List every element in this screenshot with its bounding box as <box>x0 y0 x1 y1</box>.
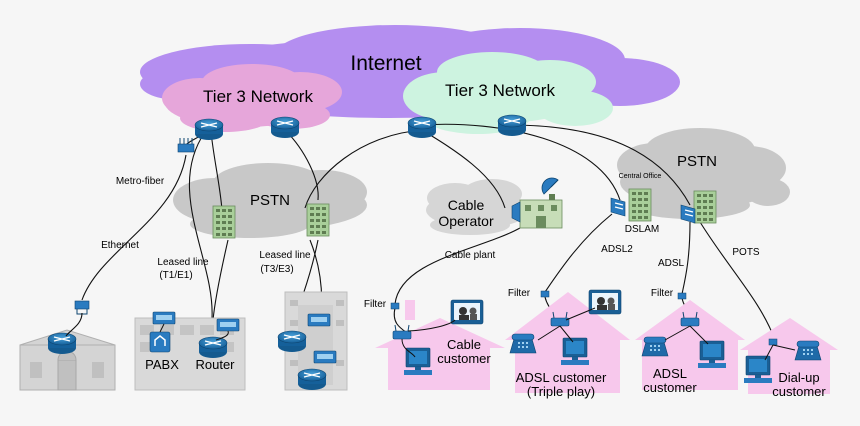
router-icon <box>47 332 77 355</box>
router-icon <box>277 330 307 353</box>
cable-customer-label-line1: Cable <box>447 337 481 352</box>
adsl-customer-label-line2: customer <box>643 380 697 395</box>
dslam-icon <box>610 197 626 217</box>
csu-dsu-icon <box>152 311 176 325</box>
tier3-right-label: Tier 3 Network <box>445 81 555 100</box>
pots-label: POTS <box>732 247 760 258</box>
television-icon <box>450 299 484 325</box>
leased-line-t3-label-line1: Leased line <box>259 250 311 261</box>
leased-line-t1-label-line1: Leased line <box>157 257 209 268</box>
metro-fiber-label: Metro-fiber <box>116 176 165 187</box>
computer-icon <box>697 340 727 369</box>
cable-plant-label: Cable plant <box>445 250 496 261</box>
tier3-left-label: Tier 3 Network <box>203 87 313 106</box>
dialup-customer-label-line2: customer <box>772 384 826 399</box>
adsl-triple-play-label-line2: (Triple play) <box>527 384 595 399</box>
adsl-customer-label-line1: ADSL <box>653 366 687 381</box>
pabx-label: PABX <box>145 357 179 372</box>
router-icon <box>297 368 327 391</box>
router-icon <box>198 336 228 359</box>
tier3-right-cloud <box>403 52 613 134</box>
cable-modem-icon <box>392 324 412 340</box>
router-icon <box>270 116 300 139</box>
central-office-building-icon <box>628 188 652 222</box>
tier3-left-cloud <box>162 64 342 132</box>
central-office-label: Central Office <box>619 173 662 180</box>
csu-dsu-icon <box>313 350 337 364</box>
computer-icon <box>560 337 590 366</box>
filter-icon <box>390 302 400 310</box>
telephone-icon <box>794 340 822 361</box>
filter-label: Filter <box>364 299 387 310</box>
ethernet-switch-icon <box>74 300 90 315</box>
pstn-right-label: PSTN <box>677 153 717 170</box>
adsl-triple-play-label-line1: ADSL customer <box>516 370 607 385</box>
pstn-left-label: PSTN <box>250 192 290 209</box>
metro-fiber-switch-icon <box>177 138 195 153</box>
pstn-switch-building-icon <box>212 205 236 239</box>
filter-label: Filter <box>508 288 531 299</box>
telephone-icon <box>509 333 537 354</box>
router-icon <box>194 118 224 141</box>
cable-customer-house-icon <box>375 300 505 390</box>
csu-dsu-icon <box>216 318 240 332</box>
filter-icon <box>677 292 687 300</box>
router-label: Router <box>195 357 235 372</box>
router-icon <box>497 114 527 137</box>
satellite-dish-icon <box>541 177 559 200</box>
leased-line-t1-label-line2: (T1/E1) <box>159 270 192 281</box>
computer-icon <box>743 355 773 384</box>
cable-operator-label-line2: Operator <box>438 213 494 229</box>
router-icon <box>407 116 437 139</box>
dslam-label: DSLAM <box>625 224 659 235</box>
pabx-icon <box>149 331 171 353</box>
telephone-icon <box>641 336 669 357</box>
cable-operator-label-line1: Cable <box>448 197 485 213</box>
connection-lines <box>81 123 776 371</box>
computer-icon <box>403 347 433 376</box>
leased-line-t3-label-line2: (T3/E3) <box>260 264 293 275</box>
pstn-switch-building-icon <box>306 203 330 237</box>
cable-operator-cloud <box>426 179 530 235</box>
adsl-label: ADSL <box>658 258 685 269</box>
central-office-building-icon <box>693 190 717 224</box>
filter-label: Filter <box>651 288 674 299</box>
cable-operator-building-icon <box>511 199 563 229</box>
dialup-customer-label-line1: Dial-up <box>778 370 819 385</box>
ethernet-label: Ethernet <box>101 240 139 251</box>
cable-customer-label-line2: customer <box>437 351 491 366</box>
filter-icon <box>768 338 778 346</box>
television-icon <box>588 289 622 315</box>
adsl2-label: ADSL2 <box>601 244 633 255</box>
internet-label: Internet <box>350 52 421 75</box>
csu-dsu-icon <box>307 313 331 327</box>
filter-icon <box>540 290 550 298</box>
